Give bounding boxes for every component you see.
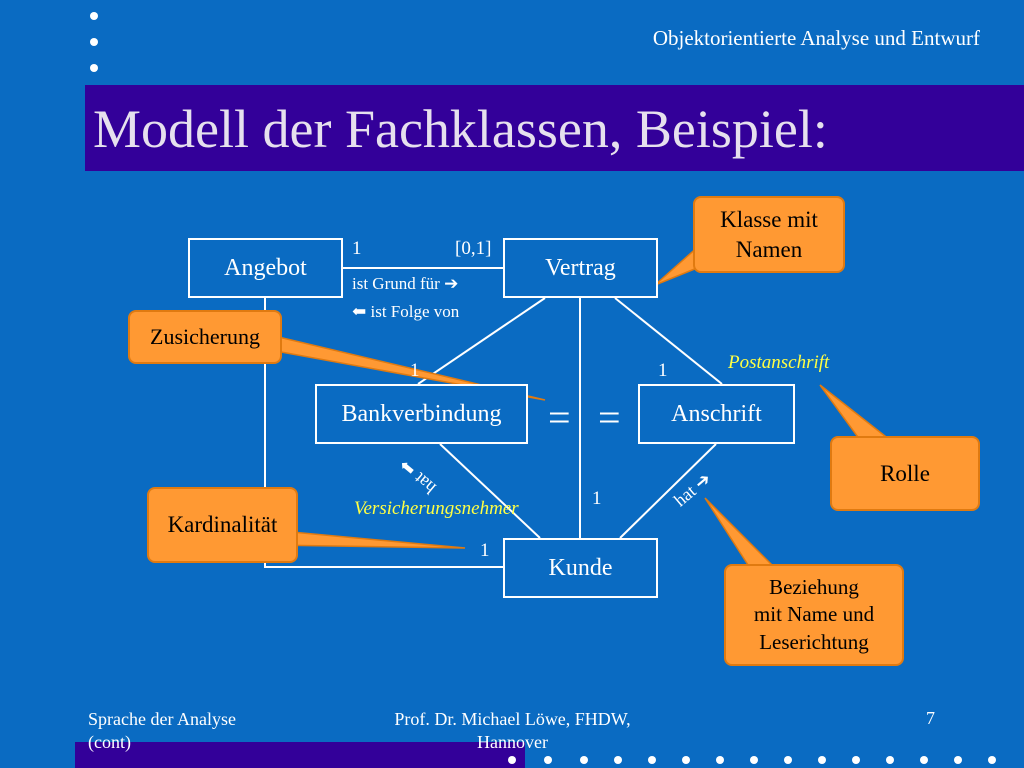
callout-beziehung-line3: Leserichtung [759,629,869,654]
decor-dot [508,756,516,764]
constraint-equal-sign: = [548,395,571,440]
role-postanschrift: Postanschrift [728,352,830,373]
callout-beziehung-line1: Beziehung [769,575,859,600]
callout-zusicherung-label: Zusicherung [150,323,260,349]
decor-dot [818,756,826,764]
callout-kardinalitaet-label: Kardinalität [167,512,278,538]
class-vertrag: Vertrag [503,238,658,298]
line-angebot-kunde [264,298,503,568]
pointer-kardinalitaet [269,529,466,549]
slide-title: Modell der Fachklassen, Beispiel: [93,99,828,159]
arrow-left-icon: ⬅ [352,302,367,321]
decor-dot [580,756,588,764]
course-header: Objektorientierte Analyse und Entwurf [652,26,980,50]
footer-center: Prof. Dr. Michael Löwe, FHDW, Hannover [380,708,645,753]
class-bankverbindung-label: Bankverbindung [341,400,502,427]
multiplicity-anschrift: 1 [658,360,668,381]
decor-dot [784,756,792,764]
multiplicity-bank: 1 [410,360,420,381]
callout-klasse-line2: Namen [735,236,803,262]
callout-beziehung: Beziehung mit Name und Leserichtung [724,564,904,666]
title-band [85,85,1024,171]
class-anschrift: Anschrift [638,384,795,444]
decor-dot [614,756,622,764]
class-bankverbindung: Bankverbindung [315,384,528,444]
constraint-equal-sign: = [598,395,621,440]
decor-dot [954,756,962,764]
line-bank-kunde [439,443,541,539]
association-name-backward: ⬅ ist Folge von [352,302,459,322]
decor-dot [648,756,656,764]
class-anschrift-label: Anschrift [671,400,762,427]
class-vertrag-label: Vertrag [545,254,616,281]
line-vertrag-bank [417,297,546,385]
multiplicity-kunde-top: 1 [592,488,602,509]
multiplicity-vertrag: [0,1] [455,238,492,259]
line-anschrift-kunde [619,443,717,539]
footer-band [75,742,525,768]
decor-dot [988,756,996,764]
callout-rolle-label: Rolle [880,460,930,486]
callout-klasse: Klasse mit Namen [693,196,845,273]
class-kunde: Kunde [503,538,658,598]
pointer-beziehung [704,497,777,569]
role-versicherungsnehmer: Versicherungsnehmer [354,498,519,519]
multiplicity-angebot: 1 [352,238,362,259]
class-kunde-label: Kunde [548,554,613,581]
decor-dot [90,64,98,72]
callout-klasse-line1: Klasse mit [720,206,818,232]
decor-dot [682,756,690,764]
footer-left-line2: (cont) [88,731,131,752]
association-name-forward: ist Grund für ➔ [352,274,458,294]
callout-rolle: Rolle [830,436,980,511]
decor-dot [90,38,98,46]
decor-dot [886,756,894,764]
association-name-label: ist Grund für [352,274,440,293]
footer-center-line2: Hannover [477,731,548,752]
footer-left-line1: Sprache der Analyse [88,709,236,729]
decor-dot [716,756,724,764]
arrow-right-icon: ➔ [444,274,459,293]
pointer-rolle [819,384,893,441]
decor-dot [750,756,758,764]
callout-beziehung-line2: mit Name und [753,602,875,627]
class-angebot-label: Angebot [224,254,307,281]
line-vertrag-anschrift [614,297,723,385]
class-angebot: Angebot [188,238,343,298]
decor-dot [544,756,552,764]
footer-center-line1: Prof. Dr. Michael Löwe, FHDW, [394,709,631,729]
association-name-label: ist Folge von [370,302,460,321]
page-number: 7 [926,708,935,728]
callout-kardinalitaet: Kardinalität [147,487,298,563]
decor-dot [852,756,860,764]
callout-zusicherung: Zusicherung [128,310,282,364]
decor-dot [90,12,98,20]
multiplicity-kunde-left: 1 [480,540,490,561]
decor-dot [920,756,928,764]
footer-left: Sprache der Analyse (cont) [88,708,236,753]
